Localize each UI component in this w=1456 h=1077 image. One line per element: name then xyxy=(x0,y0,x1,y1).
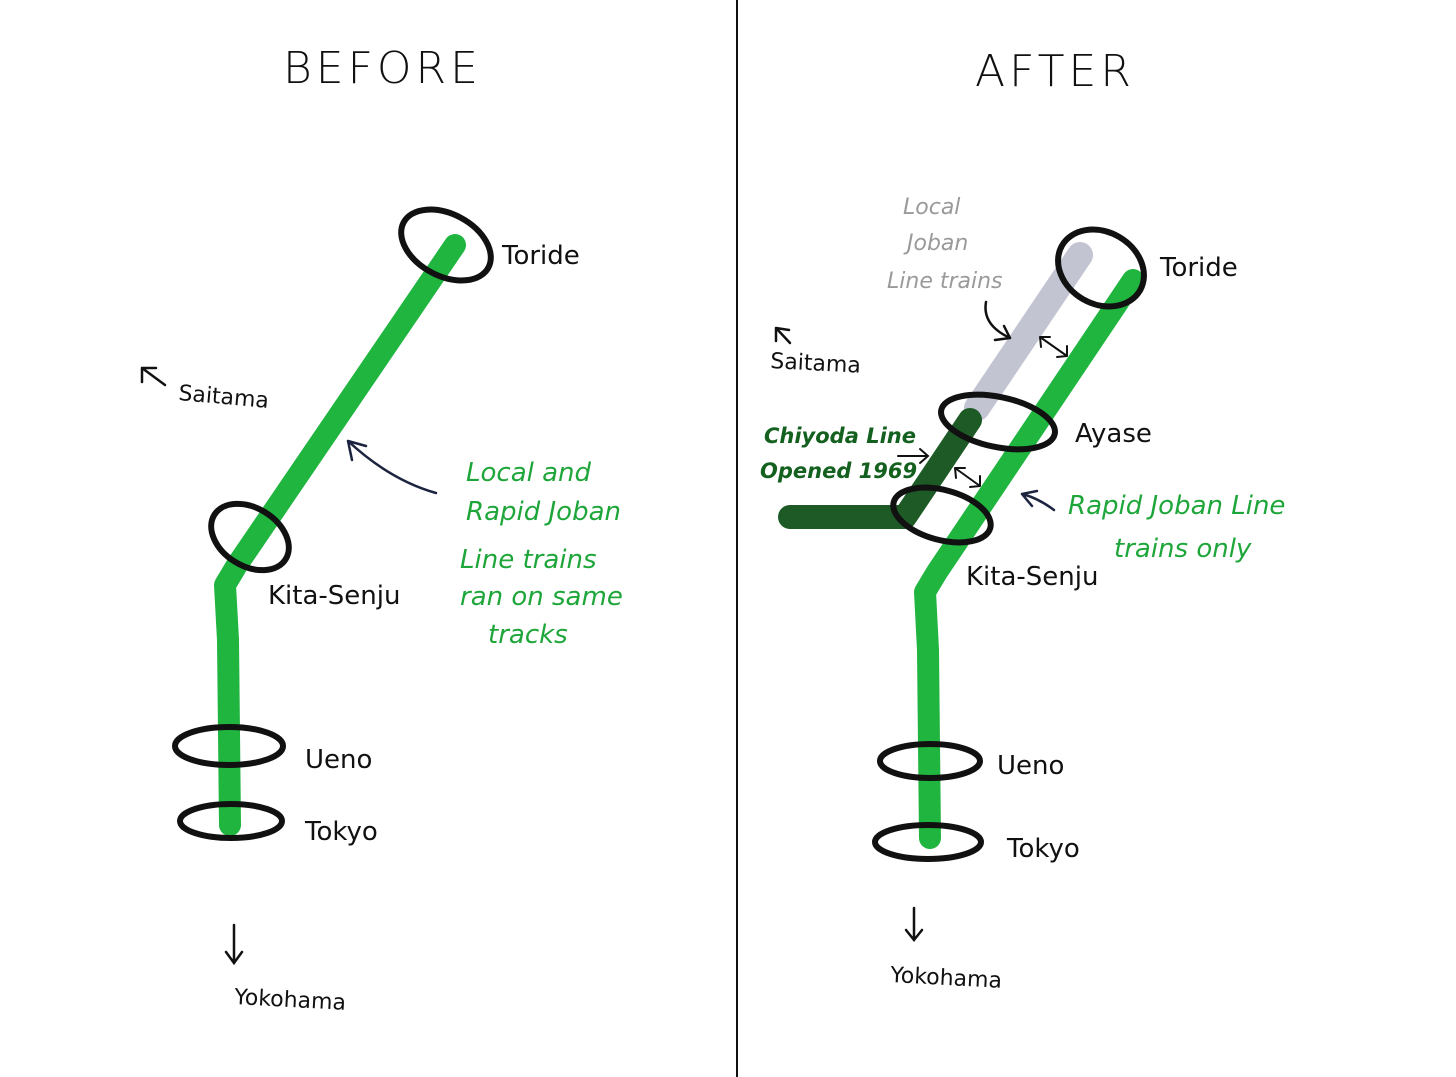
after-local-note-line: Local xyxy=(903,195,960,220)
before-note-line: Line trains xyxy=(460,545,597,575)
before-panel: BEFORE Toride Kita-Senju Ueno Tokyo Sait… xyxy=(140,43,623,1016)
after-chiyoda-note-line: Opened 1969 xyxy=(760,459,917,483)
after-chiyoda-line xyxy=(778,408,982,529)
before-kita-senju-circle xyxy=(208,500,292,574)
after-panel: AFTER Toride Ayase Kita-Senju Ueno Tokyo… xyxy=(760,46,1285,994)
after-rapid-note-line: trains only xyxy=(1114,534,1252,564)
before-ueno-circle xyxy=(172,724,286,768)
after-local-note-line: Line trains xyxy=(887,269,1003,294)
after-label-kita-senju: Kita-Senju xyxy=(966,562,1098,592)
after-label-yokohama: Yokohama xyxy=(889,963,1003,994)
before-label-saitama: Saitama xyxy=(177,381,269,414)
after-tokyo-circle xyxy=(872,822,984,862)
after-ayase-circle xyxy=(938,391,1058,453)
after-yokohama-arrow-icon xyxy=(904,906,924,943)
after-local-note-arrow-icon xyxy=(984,300,1012,342)
before-yokohama-arrow-icon xyxy=(224,923,244,966)
after-local-note: Local Joban Line trains xyxy=(887,195,1003,294)
before-note-line: Local and xyxy=(466,458,592,488)
after-label-ueno: Ueno xyxy=(997,751,1064,781)
before-toride-circle xyxy=(398,206,494,284)
before-note-line: ran on same xyxy=(460,582,623,612)
before-label-tokyo: Tokyo xyxy=(304,817,378,847)
before-note-line: tracks xyxy=(488,620,568,650)
after-ueno-circle xyxy=(877,741,983,781)
before-note: Local and Rapid Joban Line trains ran on… xyxy=(460,458,623,650)
after-title: AFTER xyxy=(975,46,1135,97)
before-saitama-arrow-icon xyxy=(140,366,167,387)
after-rapid-note-arrow-icon xyxy=(1020,489,1056,512)
after-rapid-joban-line xyxy=(914,269,1144,849)
before-note-arrow-icon xyxy=(346,439,438,495)
after-kita-senju-circle xyxy=(890,484,994,546)
after-chiyoda-note: Chiyoda Line Opened 1969 xyxy=(760,424,917,483)
before-note-line: Rapid Joban xyxy=(466,497,621,527)
after-label-saitama: Saitama xyxy=(770,349,862,379)
after-label-tokyo: Tokyo xyxy=(1006,834,1080,864)
after-track-separation-arrow-icon xyxy=(1039,336,1068,358)
after-chiyoda-note-arrow-icon xyxy=(897,448,930,464)
before-label-yokohama: Yokohama xyxy=(233,985,347,1016)
after-rapid-note: Rapid Joban Line trains only xyxy=(1068,491,1285,564)
before-label-ueno: Ueno xyxy=(305,745,372,775)
after-chiyoda-separation-arrow-icon xyxy=(954,467,981,488)
after-chiyoda-note-line: Chiyoda Line xyxy=(764,424,916,448)
before-tokyo-circle xyxy=(177,801,285,841)
before-title: BEFORE xyxy=(283,43,482,94)
after-local-note-line: Joban xyxy=(903,231,968,256)
after-label-ayase: Ayase xyxy=(1075,419,1152,449)
before-label-kita-senju: Kita-Senju xyxy=(268,581,400,611)
after-saitama-arrow-icon xyxy=(774,326,792,345)
before-label-toride: Toride xyxy=(501,241,580,271)
after-toride-circle xyxy=(1055,226,1147,310)
before-joban-line xyxy=(214,234,466,836)
after-label-toride: Toride xyxy=(1159,253,1238,283)
after-rapid-note-line: Rapid Joban Line xyxy=(1068,491,1285,521)
